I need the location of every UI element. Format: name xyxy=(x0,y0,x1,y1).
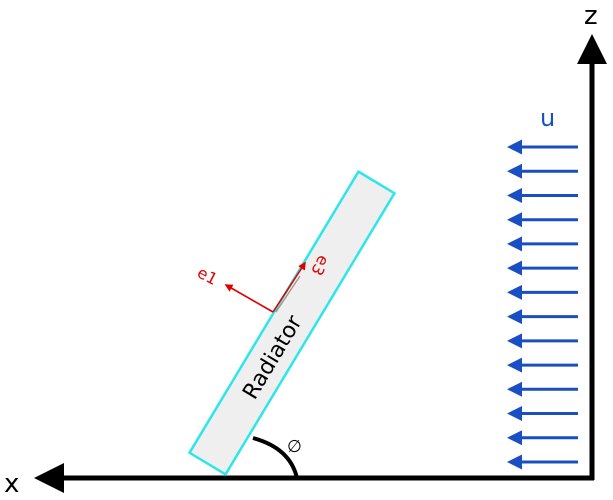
flow-label: u xyxy=(540,104,555,132)
e1-label: e1 xyxy=(194,263,221,289)
e3-vector xyxy=(272,261,306,313)
e1-vector xyxy=(224,284,274,313)
angle-label: ∅ xyxy=(287,437,302,457)
x-axis-label: x xyxy=(4,469,19,499)
angle-arc xyxy=(252,436,299,479)
radiator-plate xyxy=(187,169,397,477)
flow-arrows xyxy=(507,139,578,470)
e3-vector-shadow xyxy=(275,275,301,313)
z-axis-label: z xyxy=(584,1,598,31)
radiator: Radiator xyxy=(187,169,397,477)
